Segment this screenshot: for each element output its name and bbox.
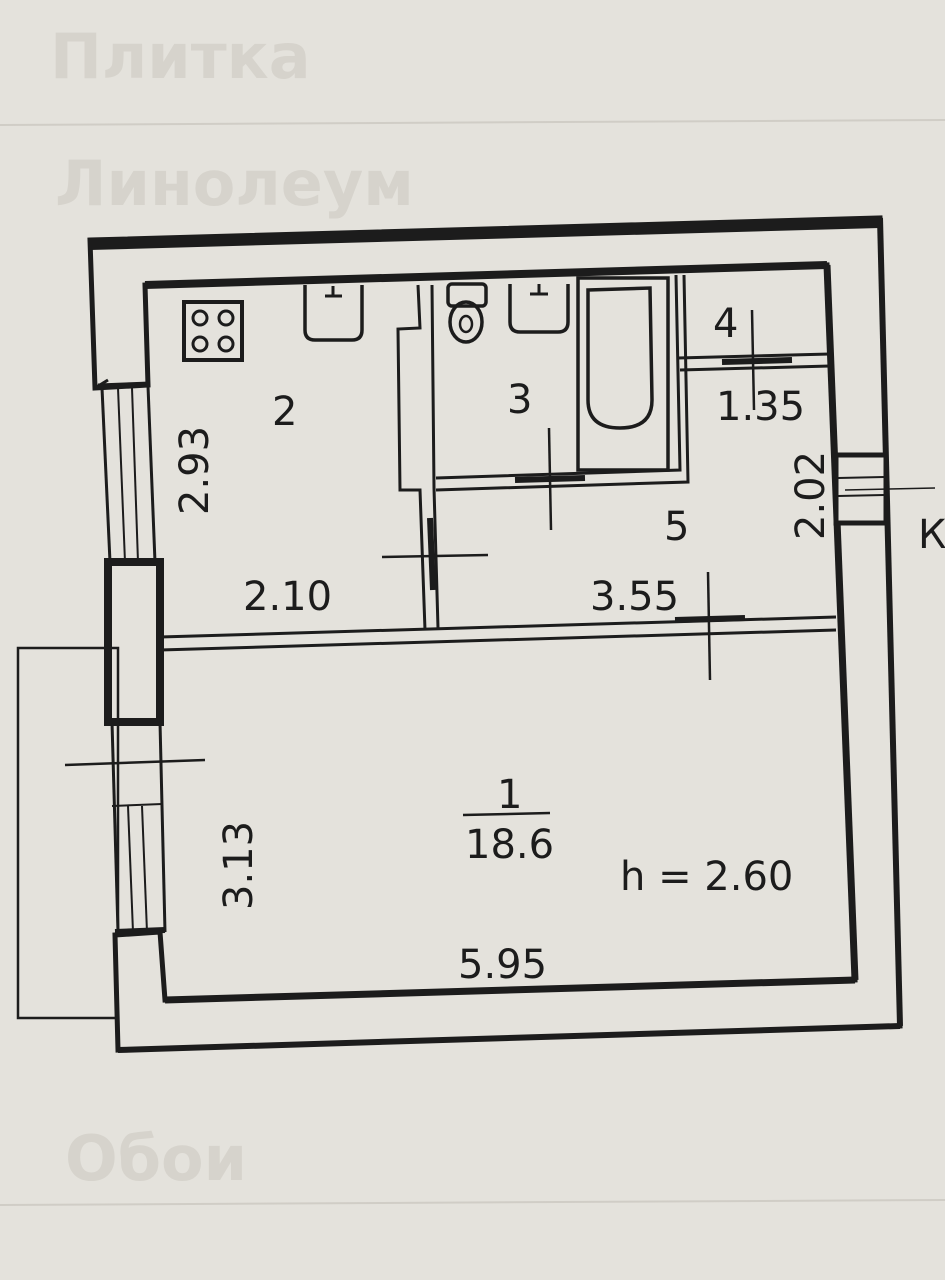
- kitchen-door-jamb: [427, 517, 436, 591]
- balcony-outline: [16, 646, 120, 1020]
- room-2-number: 2: [272, 389, 297, 435]
- dim-living-width: 5.95: [458, 942, 547, 988]
- closet-door-axis: [750, 309, 756, 411]
- ceiling-height: h = 2.60: [620, 854, 793, 900]
- wall-right-inner: [823, 264, 859, 981]
- dim-entrance-height: 2.02: [788, 451, 834, 540]
- heading-wallpaper: Обои: [65, 1122, 247, 1195]
- entrance-door: [833, 452, 936, 526]
- partition-bath-2: [435, 274, 690, 492]
- bathroom-sink-icon: [508, 284, 570, 334]
- partition-living-2: [159, 628, 837, 652]
- dim-kitchen-width: 2.10: [243, 574, 332, 620]
- dim-hall-width: 3.55: [590, 574, 679, 620]
- living-door-axis: [706, 571, 712, 681]
- room-3-number: 3: [507, 377, 532, 423]
- heading-rule: [0, 119, 945, 126]
- heading-rule: [0, 1199, 945, 1206]
- heading-linoleum: Линолеум: [55, 147, 414, 220]
- edge-letter: К: [918, 512, 945, 558]
- wall-bottom-inner: [164, 976, 856, 1004]
- bathtub-icon: [576, 276, 670, 472]
- wall-bottom-outer: [117, 1023, 901, 1053]
- room-1-fraction-bar: [462, 811, 551, 817]
- room-4-number: 4: [713, 301, 738, 347]
- balcony-door-mark: [64, 758, 206, 767]
- room-1-number: 1: [497, 772, 522, 818]
- kitchen-door-mark: [381, 553, 489, 559]
- closet-door-mark: [721, 357, 793, 365]
- partition-kitchen-2: [430, 284, 440, 629]
- room-5-number: 5: [664, 504, 689, 550]
- dim-living-height: 3.13: [216, 821, 262, 910]
- partition-closet-2: [679, 364, 831, 372]
- bath-door-axis: [547, 427, 553, 531]
- window-kitchen: [97, 381, 157, 563]
- wall-top-inner: [144, 261, 828, 289]
- wall-left-pier: [104, 558, 164, 726]
- background-headings: Плитка Линолеум Обои: [0, 20, 945, 1206]
- heading-tile: Плитка: [50, 20, 311, 93]
- stove-icon: [182, 300, 244, 362]
- window-living: [110, 721, 167, 935]
- toilet-icon: [446, 282, 488, 344]
- wall-top: [90, 218, 880, 250]
- wall-right-outer: [877, 217, 903, 1027]
- kitchen-sink-icon: [303, 285, 364, 342]
- partition-bath: [435, 274, 682, 480]
- dim-room4-width: 1.35: [716, 384, 805, 430]
- partition-kitchen: [396, 284, 427, 631]
- dim-kitchen-height: 2.93: [172, 426, 218, 515]
- room-1-area: 18.6: [465, 822, 554, 868]
